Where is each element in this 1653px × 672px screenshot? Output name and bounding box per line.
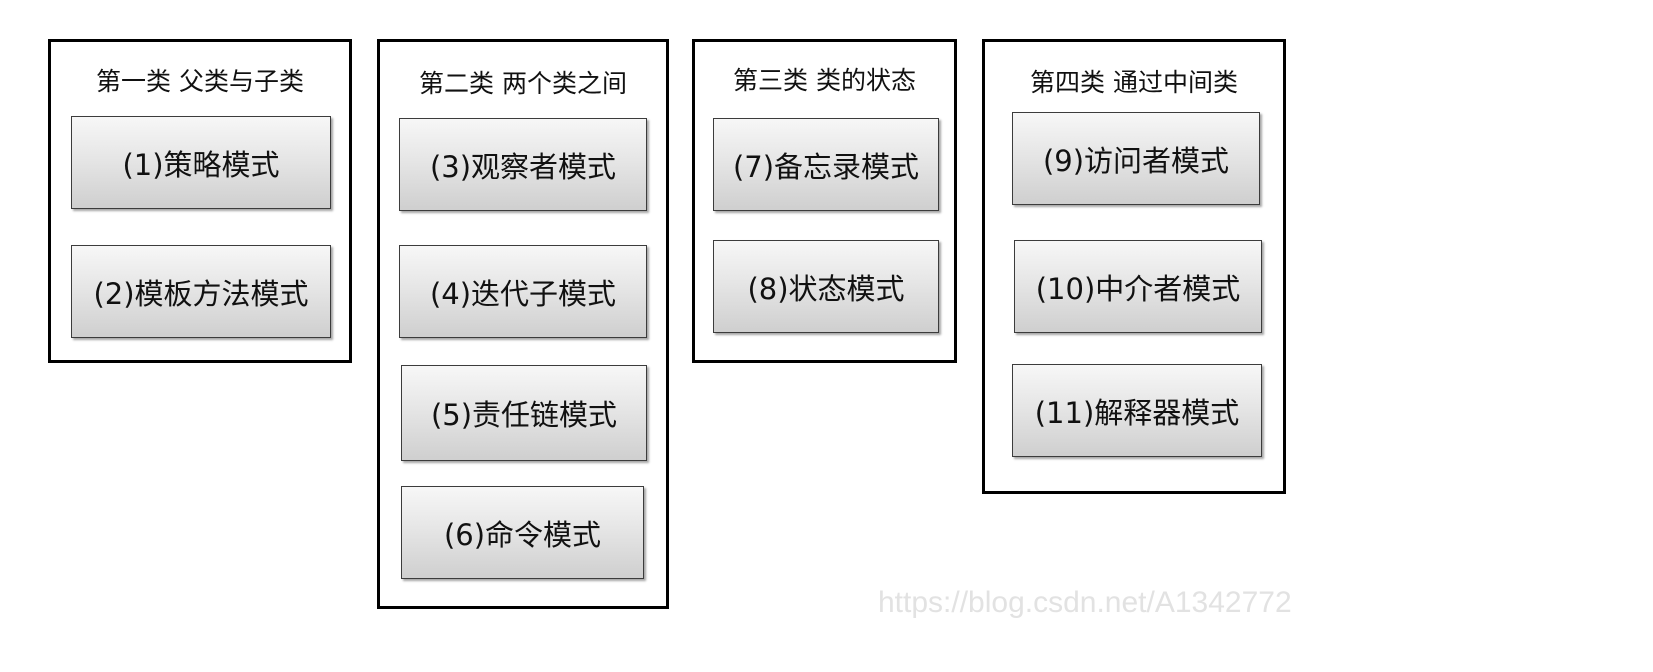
group-between-two-classes: 第二类 两个类之间 (3)观察者模式 (4)迭代子模式 (5)责任链模式 (6)… <box>377 39 669 609</box>
pattern-box-interpreter: (11)解释器模式 <box>1012 364 1262 457</box>
pattern-label: (5)责任链模式 <box>430 398 618 432</box>
pattern-box-chain-of-responsibility: (5)责任链模式 <box>401 365 647 461</box>
pattern-label: (9)访问者模式 <box>1042 143 1230 178</box>
group-title: 第四类 通过中间类 <box>1030 68 1238 97</box>
group-class-state: 第三类 类的状态 (7)备忘录模式 (8)状态模式 <box>692 39 957 363</box>
pattern-box-iterator: (4)迭代子模式 <box>399 245 647 338</box>
pattern-label: (10)中介者模式 <box>1035 271 1241 306</box>
pattern-label: (1)策略模式 <box>122 147 280 182</box>
watermark-text: https://blog.csdn.net/A1342772 <box>878 586 1292 619</box>
pattern-box-command: (6)命令模式 <box>401 486 644 579</box>
group-via-intermediary: 第四类 通过中间类 (9)访问者模式 (10)中介者模式 (11)解释器模式 <box>982 39 1286 494</box>
pattern-label: (2)模板方法模式 <box>93 276 309 311</box>
pattern-box-observer: (3)观察者模式 <box>399 118 647 211</box>
pattern-label: (3)观察者模式 <box>429 149 617 184</box>
pattern-box-state: (8)状态模式 <box>713 240 939 333</box>
pattern-box-strategy: (1)策略模式 <box>71 116 331 209</box>
group-parent-child: 第一类 父类与子类 (1)策略模式 (2)模板方法模式 <box>48 39 352 363</box>
group-title: 第一类 父类与子类 <box>96 67 304 96</box>
pattern-label: (8)状态模式 <box>747 271 905 306</box>
pattern-box-mediator: (10)中介者模式 <box>1014 240 1262 333</box>
pattern-label: (11)解释器模式 <box>1034 395 1240 430</box>
group-title: 第二类 两个类之间 <box>419 69 627 98</box>
pattern-box-memento: (7)备忘录模式 <box>713 118 939 211</box>
pattern-box-visitor: (9)访问者模式 <box>1012 112 1260 205</box>
group-title: 第三类 类的状态 <box>733 66 916 95</box>
pattern-box-template-method: (2)模板方法模式 <box>71 245 331 338</box>
pattern-label: (7)备忘录模式 <box>732 149 920 184</box>
pattern-label: (4)迭代子模式 <box>429 276 617 311</box>
pattern-label: (6)命令模式 <box>443 517 602 552</box>
